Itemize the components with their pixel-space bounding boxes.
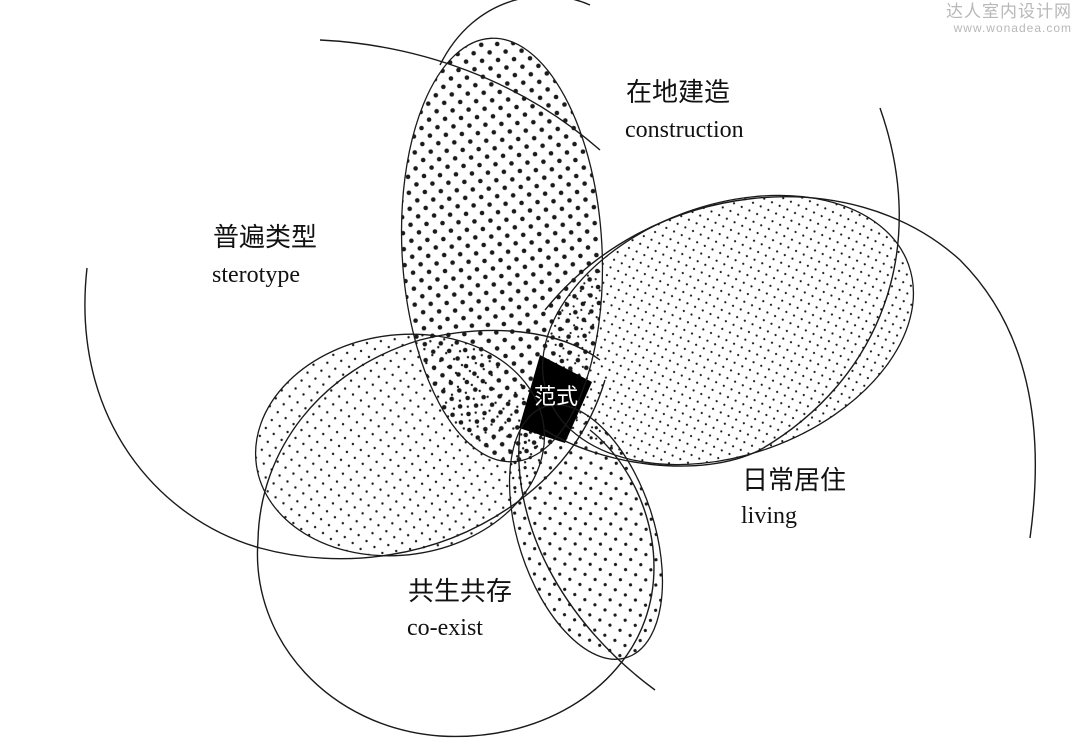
- living-label-cn: 日常居住: [742, 466, 846, 496]
- construction-label-en: construction: [625, 117, 744, 143]
- lens-outline-top: [400, 37, 604, 463]
- circle-outline-coexist: [256, 429, 655, 738]
- circle-outline-construction: [439, 0, 591, 66]
- circle-outline-construction-right: [544, 107, 900, 467]
- watermark: 达人室内设计网 www.wonadea.com: [946, 2, 1072, 35]
- dotted-region-right-lens: [542, 195, 914, 465]
- lens-outline-left: [254, 333, 546, 557]
- construction-label-cn: 在地建造: [626, 78, 730, 108]
- lens-outline-right: [541, 194, 915, 466]
- circle-outline-sterotype: [84, 267, 606, 560]
- circle-outline-sterotype-top: [319, 39, 601, 151]
- circle-outline-living-bottom: [518, 429, 656, 691]
- center-label: 范式: [534, 385, 578, 410]
- living-label-en: living: [741, 503, 797, 529]
- coexist-label-cn: 共生共存: [408, 577, 512, 607]
- coexist-label-en: co-exist: [407, 615, 483, 641]
- sterotype-label-en: sterotype: [212, 262, 300, 288]
- watermark-site-name: 达人室内设计网: [946, 2, 1072, 22]
- watermark-url: www.wonadea.com: [953, 20, 1072, 35]
- sterotype-label-cn: 普遍类型: [213, 223, 317, 253]
- center-region: [519, 355, 592, 443]
- lens-outline-bottom: [508, 404, 664, 660]
